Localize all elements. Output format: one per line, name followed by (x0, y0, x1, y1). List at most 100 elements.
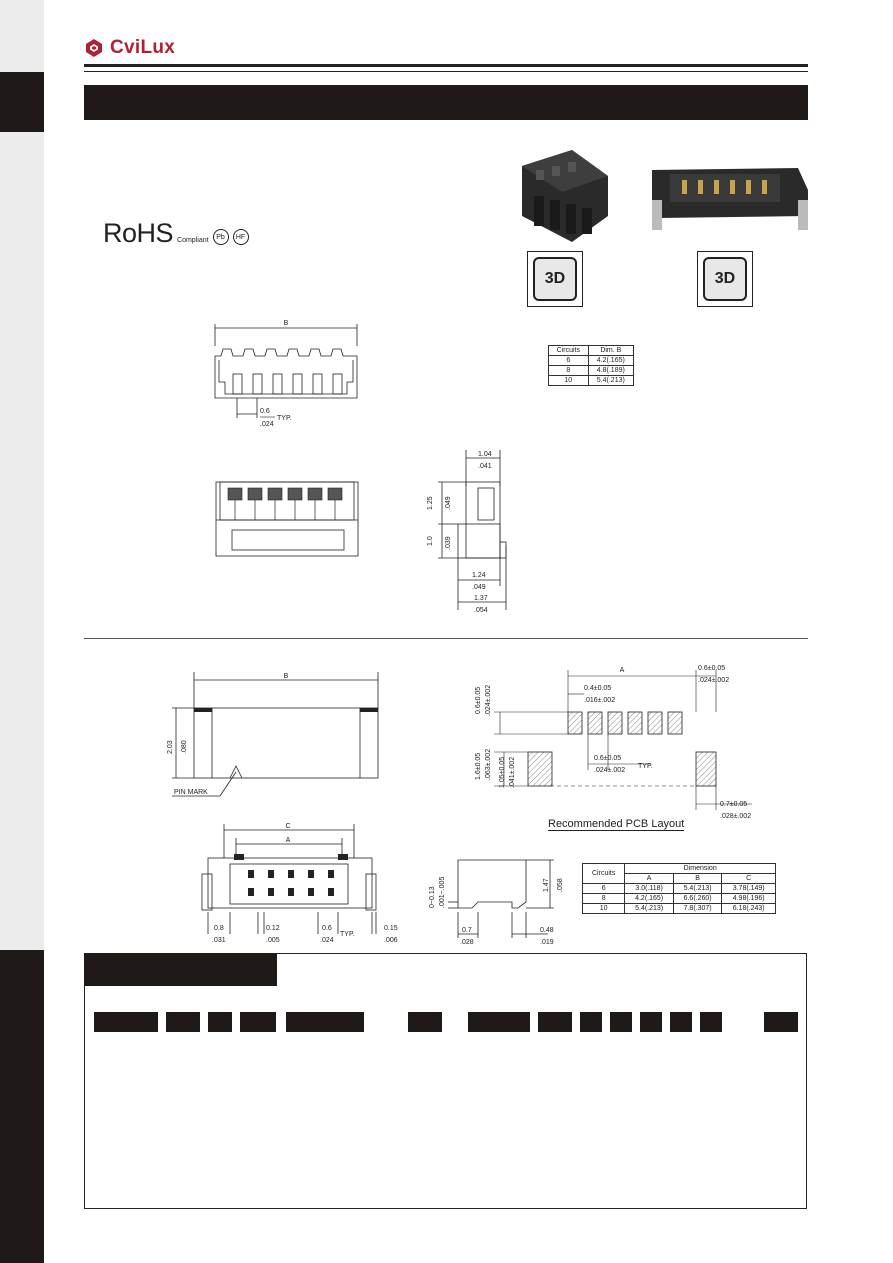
housing-bottom-drawing (215, 481, 359, 557)
th-circuits: Circuits (581, 863, 626, 884)
halogen-free-icon: HF (232, 229, 249, 245)
cell: 4.98(.196) (721, 893, 776, 904)
side-tab-bottom (0, 950, 44, 1263)
3d-model-badge-left[interactable]: 3D (527, 251, 583, 307)
side-w1-in: .041 (478, 463, 492, 470)
side-bw1-in: .028 (460, 939, 474, 946)
header-rule (84, 64, 808, 67)
code-box (208, 1012, 232, 1032)
pcb-br-mm: 0.7±0.05 (720, 801, 747, 808)
pcb-pad-mm: 0.4±0.05 (584, 685, 611, 692)
th-dim-b: Dim. B (587, 345, 635, 356)
th-c: C (721, 873, 776, 884)
side-h1-mm: 1.25 (427, 496, 434, 510)
hf-icon-label: HF (235, 233, 246, 241)
cell: 3.78(.149) (721, 883, 776, 894)
pcb-pitch-in: .024±.002 (594, 767, 625, 774)
side-bw2-in: .019 (540, 939, 554, 946)
3d-badge-label: 3D (544, 270, 566, 287)
pcb-pad2-mm: 1.05±0.05 (499, 757, 506, 788)
cell: 4.8(.189) (587, 365, 635, 376)
code-box (468, 1012, 530, 1032)
cell: 6 (548, 355, 589, 366)
code-box (764, 1012, 798, 1032)
code-box (610, 1012, 632, 1032)
cell: 4.2(.165) (587, 355, 635, 366)
code-box (94, 1012, 158, 1032)
code-box (240, 1012, 276, 1032)
front-d3-in: .024 (320, 937, 334, 944)
3d-model-badge-right[interactable]: 3D (697, 251, 753, 307)
front-d2-in: .005 (266, 937, 280, 944)
ordering-info-box (84, 953, 807, 1209)
pin-mark-label: PIN MARK (174, 789, 208, 796)
front-typ: TYP. (340, 931, 355, 938)
pcb-pitch-mm: 0.6±0.05 (594, 755, 621, 762)
pcb-gap-in: .063±.002 (485, 749, 492, 780)
front-a: A (286, 837, 291, 844)
pcb-layout-title: Recommended PCB Layout (548, 818, 685, 831)
pcb-left-h-in: .024±.002 (485, 685, 492, 716)
cell: 6.6(.260) (672, 893, 723, 904)
header-side-drawing: 1.47 .058 0~0.13 .001~.005 0.7 .028 0.48… (429, 859, 564, 946)
side-h1-in: .049 (445, 496, 452, 510)
code-box (580, 1012, 602, 1032)
side-tol-in: .001~.005 (439, 877, 446, 908)
pitch-in: .024 (260, 421, 274, 428)
code-box (166, 1012, 200, 1032)
cell: 5.4(.213) (672, 883, 723, 894)
cell: 6.18(.243) (721, 903, 776, 914)
side-h2-in: .039 (445, 536, 452, 550)
side-bw1-mm: 0.7 (462, 927, 472, 934)
th-a: A (624, 873, 674, 884)
product-photo-header (652, 168, 808, 230)
pcb-typ: TYP. (638, 763, 653, 770)
front-d3-mm: 0.6 (322, 925, 332, 932)
side-h-mm: 1.47 (543, 878, 550, 892)
rohs-compliant: Compliant (177, 237, 209, 244)
cvilux-logo-icon (86, 39, 102, 57)
code-box (408, 1012, 442, 1032)
pcb-pad2-in: .041±.002 (509, 757, 516, 788)
side-w3-in: .054 (474, 607, 488, 614)
pcb-br-in: .028±.002 (720, 813, 751, 820)
pcb-edge-in: .024±.002 (698, 677, 729, 684)
front-d2-mm: 0.12 (266, 925, 280, 932)
cell: 5.4(.213) (624, 903, 674, 914)
brand-logo: CviLux (84, 36, 175, 60)
th-circuits: Circuits (548, 345, 589, 356)
code-box (670, 1012, 692, 1032)
cell: 10 (548, 375, 589, 386)
3d-cube-icon: 3D (703, 257, 747, 301)
housing-side-drawing: 1.04 .041 1.25 .049 1.0 .039 1.24 .049 1… (427, 450, 507, 614)
code-box (640, 1012, 662, 1032)
cell: 8 (548, 365, 589, 376)
code-box (700, 1012, 722, 1032)
th-b: B (672, 873, 723, 884)
side-tab-top (0, 72, 44, 132)
header-height-mm: 2.03 (167, 740, 174, 754)
front-d4-in: .006 (384, 937, 398, 944)
part-number-code-row (94, 1012, 800, 1032)
front-d1-mm: 0.8 (214, 925, 224, 932)
side-w3-mm: 1.37 (474, 595, 488, 602)
header-top-drawing: B 2.03 .080 PIN MARK (167, 672, 379, 797)
side-w1-mm: 1.04 (478, 451, 492, 458)
pb-icon-label: Pb (216, 233, 225, 241)
front-d1-in: .031 (212, 937, 226, 944)
side-w2-mm: 1.24 (472, 572, 486, 579)
header-dim-b: B (284, 673, 289, 680)
cell: 6 (581, 883, 626, 894)
rohs-text: RoHS (103, 218, 174, 248)
3d-cube-icon: 3D (533, 257, 577, 301)
code-box (286, 1012, 364, 1032)
rohs-mark: RoHS Compliant Pb HF (103, 220, 249, 247)
cell: 5.4(.213) (587, 375, 635, 386)
side-bw2-mm: 0.48 (540, 927, 554, 934)
pcb-pad-in: .016±.002 (584, 697, 615, 704)
